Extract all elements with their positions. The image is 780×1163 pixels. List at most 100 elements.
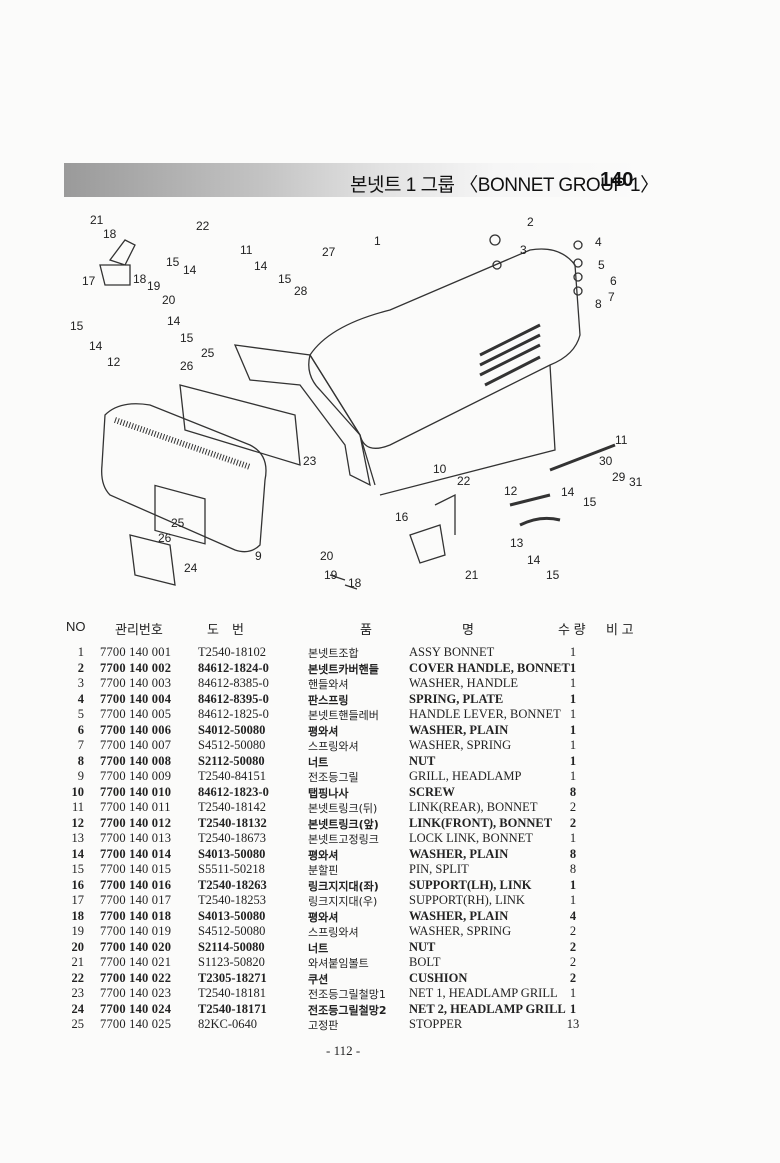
callout-label: 16: [395, 510, 409, 524]
drawing-number: S2114-50080: [198, 939, 265, 954]
table-header: NO 관리번호 도 번 품 명 수 량 비 고: [0, 619, 780, 637]
quantity: 1: [569, 986, 577, 1000]
quantity: 2: [569, 955, 577, 969]
page-title: 본넷트 1 그룹 〈BONNET GROUP 1〉: [350, 175, 659, 196]
english-name: LINK(FRONT), BONNET: [409, 815, 553, 830]
drawing-number: 84612-1824-0: [198, 660, 269, 675]
management-number: 7700 140 015: [100, 862, 172, 876]
management-number: 7700 140 011: [100, 800, 171, 814]
header-banner: [64, 163, 640, 197]
bonnet-shape: [309, 248, 581, 449]
drawing-number: T2540-84151: [198, 769, 267, 783]
english-name: SCREW: [409, 784, 455, 799]
korean-name: 본넷트핸들레버: [308, 709, 379, 722]
management-number: 7700 140 025: [100, 1017, 172, 1031]
drawing-number: S4012-50080: [198, 722, 266, 737]
item-number: 2: [77, 660, 84, 675]
callout-label: 18: [133, 272, 147, 286]
callout-label: 11: [240, 243, 253, 257]
callout-label: 22: [196, 219, 210, 233]
item-number: 12: [71, 815, 85, 830]
quantity: 1: [569, 691, 577, 706]
callout-label: 6: [610, 274, 617, 288]
korean-name: 스프링와셔: [308, 926, 359, 939]
korean-name: 평와셔: [308, 910, 339, 924]
quantity: 8: [569, 862, 577, 876]
callout-label: 15: [583, 495, 597, 509]
management-number: 7700 140 022: [100, 970, 172, 985]
english-name: NET 2, HEADLAMP GRILL: [409, 1001, 566, 1016]
header-management-number: 관리번호: [115, 622, 163, 637]
callout-label: 27: [322, 245, 336, 259]
management-number: 7700 140 023: [100, 986, 172, 1000]
korean-name: 본넷트링크(뒤): [308, 802, 378, 815]
english-name: WASHER, HANDLE: [409, 676, 519, 690]
management-number: 7700 140 016: [100, 877, 172, 892]
callout-label: 8: [595, 297, 602, 311]
english-name: HANDLE LEVER, BONNET: [409, 707, 561, 721]
korean-name: 링크지지대(좌): [308, 879, 379, 893]
korean-name: 전조등그릴철망2: [308, 1003, 387, 1017]
item-number: 18: [71, 908, 85, 923]
header-drawing-number: 도 번: [207, 622, 244, 637]
callout-label: 14: [167, 314, 181, 328]
callout-label: 20: [162, 293, 176, 307]
quantity: 1: [569, 893, 577, 907]
item-number: 20: [71, 939, 85, 954]
quantity: 2: [569, 939, 577, 954]
callout-label: 26: [158, 531, 172, 545]
drawing-number: T2540-18181: [198, 986, 267, 1000]
drawing-number: 84612-8385-0: [198, 676, 269, 690]
english-name: WASHER, PLAIN: [409, 722, 509, 737]
management-number: 7700 140 009: [100, 769, 172, 783]
quantity: 13: [566, 1017, 580, 1031]
quantity: 1: [569, 660, 577, 675]
diagram-drawing: [99, 234, 616, 590]
callout-label: 22: [457, 474, 471, 488]
net1-shape: [179, 384, 301, 466]
callout-label: 18: [348, 576, 362, 590]
header-name-part2: 명: [462, 622, 474, 637]
callout-label: 28: [294, 284, 308, 298]
quantity: 1: [569, 738, 577, 752]
korean-name: 너트: [308, 941, 329, 955]
quantity: 1: [569, 676, 577, 690]
quantity: 1: [569, 645, 577, 659]
management-number: 7700 140 008: [100, 753, 172, 768]
group-number: 140: [600, 169, 634, 191]
english-name: WASHER, PLAIN: [409, 908, 509, 923]
korean-name: 평와셔: [308, 848, 339, 862]
callout-label: 18: [103, 227, 117, 241]
management-number: 7700 140 014: [100, 846, 172, 861]
callout-label: 15: [166, 255, 180, 269]
item-number: 11: [71, 800, 84, 814]
page-number: - 112 -: [326, 1043, 361, 1058]
english-name: CUSHION: [409, 970, 468, 985]
quantity: 1: [569, 753, 577, 768]
header-name-part1: 품: [360, 622, 372, 637]
english-name: STOPPER: [409, 1017, 463, 1031]
item-number: 24: [71, 1001, 85, 1016]
english-name: PIN, SPLIT: [409, 862, 469, 876]
english-name: NUT: [409, 753, 436, 768]
management-number: 7700 140 013: [100, 831, 172, 845]
item-number: 14: [71, 846, 85, 861]
frame-shape: [233, 344, 371, 487]
callout-label: 24: [184, 561, 198, 575]
callout-label: 15: [546, 568, 560, 582]
management-number: 7700 140 003: [100, 676, 172, 690]
callout-label: 21: [465, 568, 479, 582]
management-number: 7700 140 004: [100, 691, 172, 706]
